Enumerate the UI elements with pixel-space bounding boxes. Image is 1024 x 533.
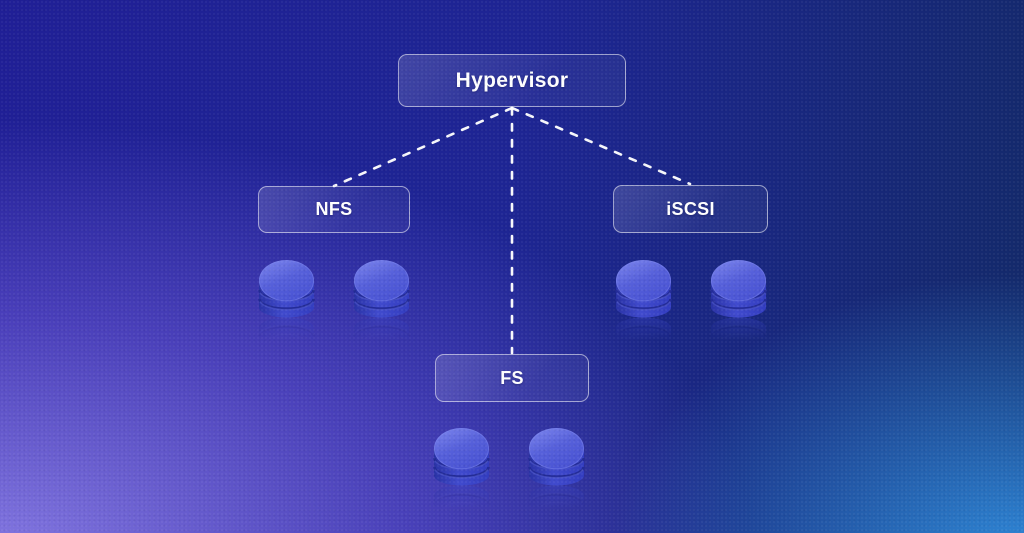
node-hypervisor-label: Hypervisor	[455, 68, 569, 92]
disk-stack-icon	[258, 259, 315, 376]
disk-stack-icon	[615, 259, 672, 376]
fs-disk-group	[433, 427, 585, 533]
node-hypervisor: Hypervisor	[398, 54, 626, 107]
node-nfs-label: NFS	[315, 199, 353, 219]
connector-hypervisor-iscsi	[510, 106, 692, 186]
connector-hypervisor-nfs	[332, 106, 514, 188]
node-iscsi: iSCSI	[613, 185, 768, 233]
disk-stack-icon	[433, 427, 490, 533]
iscsi-disk-group	[615, 259, 767, 376]
disk-stack-icon	[528, 427, 585, 533]
disk-stack-icon	[353, 259, 410, 376]
node-fs: FS	[435, 354, 589, 402]
node-fs-label: FS	[500, 367, 524, 388]
nfs-disk-group	[258, 259, 410, 376]
node-iscsi-label: iSCSI	[666, 198, 715, 219]
node-nfs: NFS	[258, 186, 410, 233]
disk-stack-icon	[710, 259, 767, 376]
